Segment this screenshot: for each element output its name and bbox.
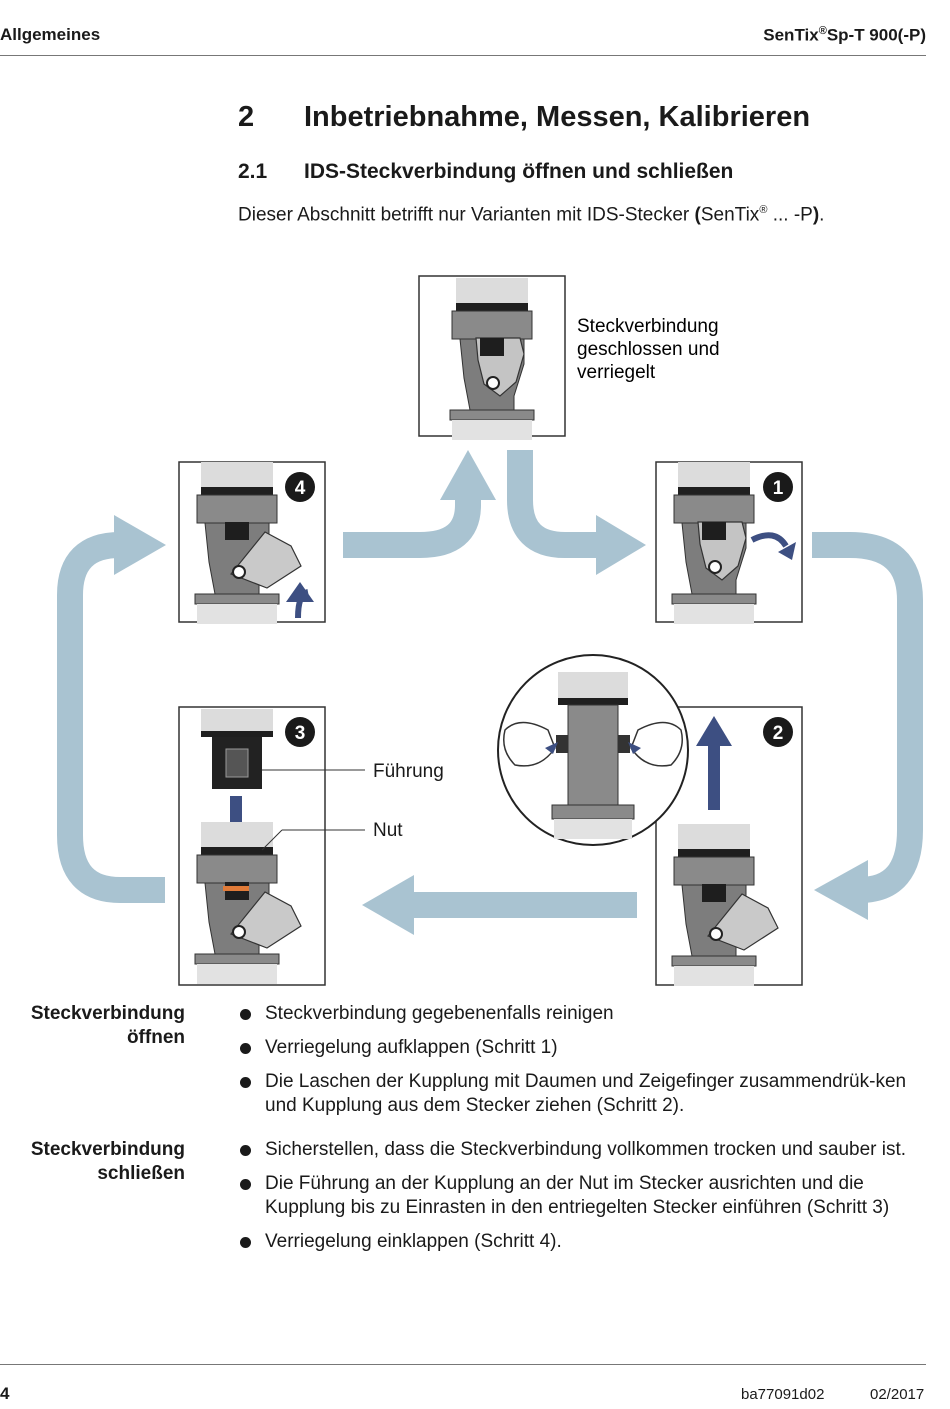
coupling-top — [201, 709, 273, 789]
step-2-arrow — [708, 740, 720, 810]
section-close-steps: Sicherstellen, dass die Steckverbindung … — [238, 1138, 928, 1264]
label-groove: Nut — [373, 820, 403, 841]
svg-text:3: 3 — [295, 723, 306, 744]
intro-paragraph: Dieser Abschnitt betrifft nur Varianten … — [238, 204, 825, 226]
label-closed-line1: Steckverbindung — [577, 316, 719, 337]
step-badge-1 — [763, 472, 793, 502]
svg-text:2: 2 — [773, 723, 784, 744]
detail-magnifier — [497, 654, 689, 846]
section-close-title: Steckverbindung schließen — [30, 1139, 185, 1184]
list-item: Steckverbindung gegebenenfalls reinigen — [238, 1002, 928, 1026]
list-item: Verriegelung aufklappen (Schritt 1) — [238, 1036, 928, 1060]
step-badge-3 — [285, 717, 315, 747]
list-item: Die Laschen der Kupplung mit Daumen und … — [238, 1070, 928, 1118]
section-open-title: Steckverbindung öffnen — [30, 1003, 185, 1048]
step-1-arrow — [750, 532, 789, 548]
chapter-title: Inbetriebnahme, Messen, Kalibrieren — [304, 101, 811, 133]
list-item: Sicherstellen, dass die Steckverbindung … — [238, 1138, 928, 1162]
doc-date: 02/2017 — [870, 1386, 925, 1403]
cycle-arrows — [57, 450, 923, 918]
doc-id: ba77091d02 — [741, 1386, 825, 1403]
svg-text:4: 4 — [295, 478, 306, 499]
list-item: Verriegelung einklappen (Schritt 4). — [238, 1230, 928, 1254]
running-header-section: Allgemeines — [0, 25, 101, 44]
section-open-steps: Steckverbindung gegebenenfalls reinigen … — [238, 1002, 928, 1128]
step-badge-4 — [285, 472, 315, 502]
label-closed-line3: verriegelt — [577, 362, 656, 383]
step-badge-2 — [763, 717, 793, 747]
cycle-arrowheads — [114, 450, 868, 935]
groove-marker — [223, 886, 249, 891]
running-header-product: SenTix®Sp-T 900(-P) — [763, 25, 926, 45]
cycle-arrow-3-to-4 — [57, 532, 165, 903]
ids-connector-cycle-figure: Steckverbindung geschlossen und verriege… — [57, 275, 923, 987]
cycle-arrow-top-to-1 — [507, 450, 600, 558]
header-rule — [0, 55, 926, 56]
footer-rule — [0, 1364, 926, 1365]
section-title: IDS-Steckverbindung öffnen und schließen — [304, 160, 734, 183]
step-3-arrow — [230, 796, 242, 830]
svg-text:1: 1 — [773, 478, 784, 499]
page-number: 4 — [0, 1384, 10, 1403]
chapter-number: 2 — [238, 101, 255, 133]
section-number: 2.1 — [238, 160, 268, 183]
label-guide: Führung — [373, 761, 444, 782]
cycle-arrow-4-to-top — [343, 490, 481, 558]
connector-locked — [449, 277, 535, 441]
label-closed-line2: geschlossen und — [577, 339, 720, 360]
cycle-arrow-1-to-2 — [812, 532, 923, 903]
list-item: Die Führung an der Kupplung an der Nut i… — [238, 1172, 928, 1220]
